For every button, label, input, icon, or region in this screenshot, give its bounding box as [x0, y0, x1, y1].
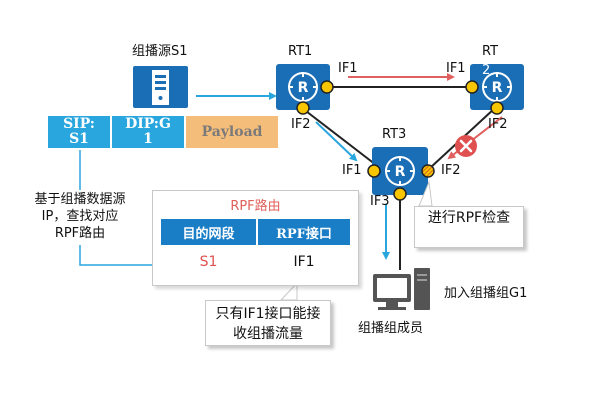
rt1-if1-label: IF1	[338, 61, 358, 76]
rt2-if2-label: IF2	[488, 117, 508, 132]
flow-arrow-rt1-to-rt3	[315, 121, 358, 162]
rt2-name-line2: 2	[482, 63, 491, 78]
rpf-route-table: RPF路由 目的网段 RPF接口 S1 IF1	[152, 190, 359, 286]
join-group-label: 加入组播组G1	[444, 286, 528, 301]
reject-icon	[455, 135, 477, 157]
router-icon-rt2: R	[470, 64, 524, 110]
port-rt3-if2	[421, 164, 435, 178]
rt3-if3-label: IF3	[370, 194, 390, 209]
rt1-if2-label: IF2	[291, 117, 311, 132]
port-rt3-if3	[393, 187, 407, 201]
packet-dip: DIP:G1	[112, 116, 184, 148]
router-icon-rt1: R	[276, 64, 330, 110]
rt3-name: RT3	[382, 127, 407, 142]
packet-payload: Payload	[186, 116, 278, 148]
rt3-if2-label: IF2	[441, 163, 461, 178]
only-if1-callout: 只有IF1接口能接收组播流量	[205, 300, 331, 346]
rpf-lookup-note: 基于组播数据源IP，查找对应RPF路由	[34, 192, 126, 241]
rpf-header-interface: RPF接口	[258, 219, 350, 245]
rpf-check-callout: 进行RPF检查	[414, 206, 524, 248]
port-rt2-if2	[490, 101, 504, 115]
port-rt1-if1	[320, 80, 334, 94]
rpf-cell-interface: IF1	[293, 254, 315, 270]
port-rt3-if1	[367, 164, 381, 178]
router-icon-rt3: R	[372, 147, 428, 195]
server-icon	[133, 66, 188, 108]
link-rt1-rt3	[301, 107, 381, 169]
svg-text:R: R	[492, 80, 503, 96]
rt2-name-line1: RT	[482, 44, 499, 59]
rt1-name: RT1	[288, 44, 313, 59]
svg-text:R: R	[395, 164, 406, 180]
rpf-table-title: RPF路由	[230, 199, 281, 214]
svg-text:R: R	[298, 80, 309, 96]
rpf-cell-destination: S1	[199, 254, 218, 270]
port-rt2-if1	[465, 80, 479, 94]
pc-icon	[373, 268, 430, 310]
rt3-if1-label: IF1	[342, 163, 362, 178]
member-label: 组播组成员	[358, 321, 424, 336]
rt2-if1-label: IF1	[446, 61, 466, 76]
packet-sip: SIP:S1	[48, 116, 110, 148]
rpf-header-destination: 目的网段	[161, 219, 256, 245]
port-rt1-if2	[296, 101, 310, 115]
source-label: 组播源S1	[132, 44, 188, 59]
